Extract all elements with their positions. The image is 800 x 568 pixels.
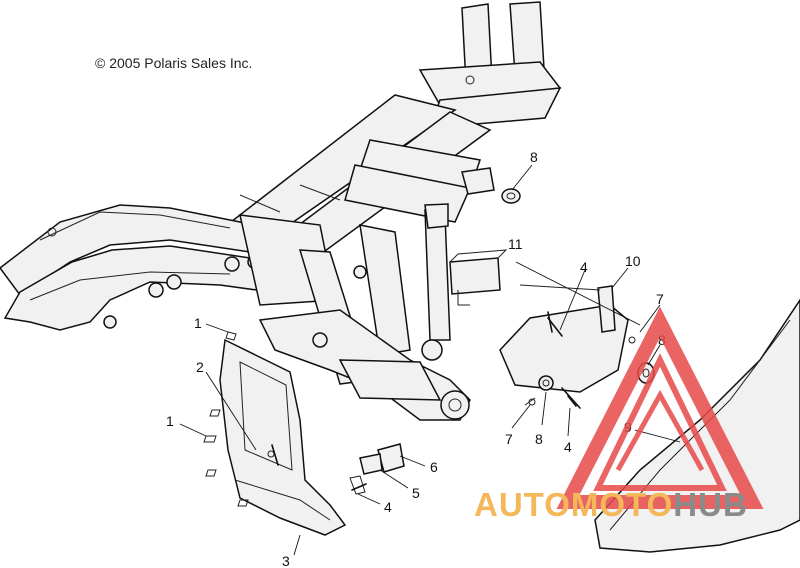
part-11-box	[449, 249, 508, 306]
watermark-logo	[556, 306, 764, 509]
callout-8: 8	[535, 431, 543, 447]
callout-4: 4	[564, 439, 572, 455]
callout-7: 7	[656, 291, 664, 307]
fasteners	[203, 311, 636, 507]
callout-5: 5	[412, 485, 420, 501]
bracket-assembly	[499, 284, 629, 409]
leader-lines	[179, 164, 681, 556]
grommet-part-8-top	[501, 188, 521, 204]
frame-assembly	[0, 1, 562, 421]
callout-3: 3	[282, 553, 290, 568]
clip-parts-5-6	[349, 443, 405, 495]
side-cover-part-2-3	[219, 338, 347, 536]
watermark-part2: HUB	[673, 486, 748, 523]
callout-4: 4	[580, 259, 588, 275]
copyright-text: © 2005 Polaris Sales Inc.	[95, 55, 253, 71]
callout-2: 2	[196, 359, 204, 375]
callout-8: 8	[530, 149, 538, 165]
watermark-part1: AUTOMOTO	[474, 486, 674, 523]
callout-4: 4	[384, 499, 392, 515]
callout-1: 1	[166, 413, 174, 429]
callout-6: 6	[430, 459, 438, 475]
callout-1: 1	[194, 315, 202, 331]
watermark-brand-text: AUTOMOTOHUB	[474, 486, 748, 524]
callout-11: 11	[508, 236, 523, 252]
callout-10: 10	[625, 253, 641, 269]
callout-7: 7	[505, 431, 513, 447]
